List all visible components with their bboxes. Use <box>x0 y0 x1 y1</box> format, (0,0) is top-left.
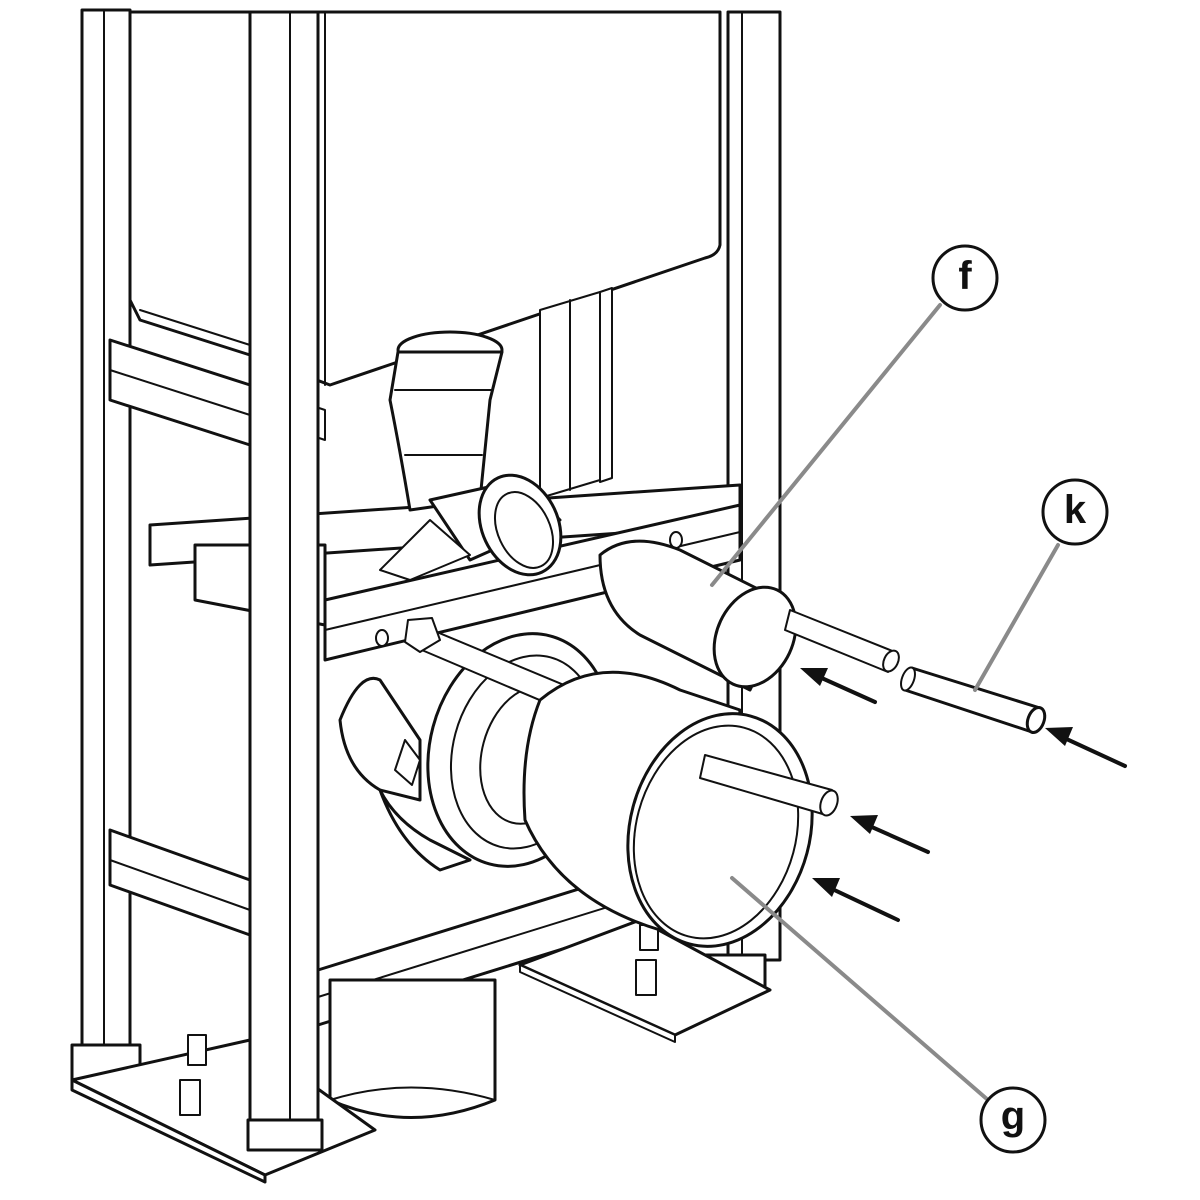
small-sleeve-f <box>598 539 900 692</box>
arrow-k <box>1045 727 1127 768</box>
callout-g-label: g <box>1001 1094 1025 1138</box>
arrow-rod <box>850 815 930 854</box>
leader-k <box>973 543 1060 692</box>
flush-elbow-pipe <box>379 330 563 581</box>
callout-g: g <box>979 1086 1047 1154</box>
back-struts <box>539 287 613 499</box>
arrow-g <box>812 878 900 922</box>
bowl-connection-bend <box>338 677 472 872</box>
waste-outlet-pipe <box>328 978 497 1119</box>
right-base-foot <box>518 918 772 1043</box>
cistern-tank <box>128 10 722 387</box>
arrow-f <box>800 668 877 704</box>
leader-f <box>710 303 942 587</box>
leader-g <box>730 876 990 1102</box>
callout-f: f <box>931 244 999 312</box>
front-left-post <box>246 10 324 1152</box>
callout-f-label: f <box>958 254 972 298</box>
lower-threaded-rod <box>699 754 839 817</box>
callout-k-label: k <box>1064 488 1087 532</box>
callout-k: k <box>1041 478 1109 546</box>
rod-k <box>900 666 1047 735</box>
